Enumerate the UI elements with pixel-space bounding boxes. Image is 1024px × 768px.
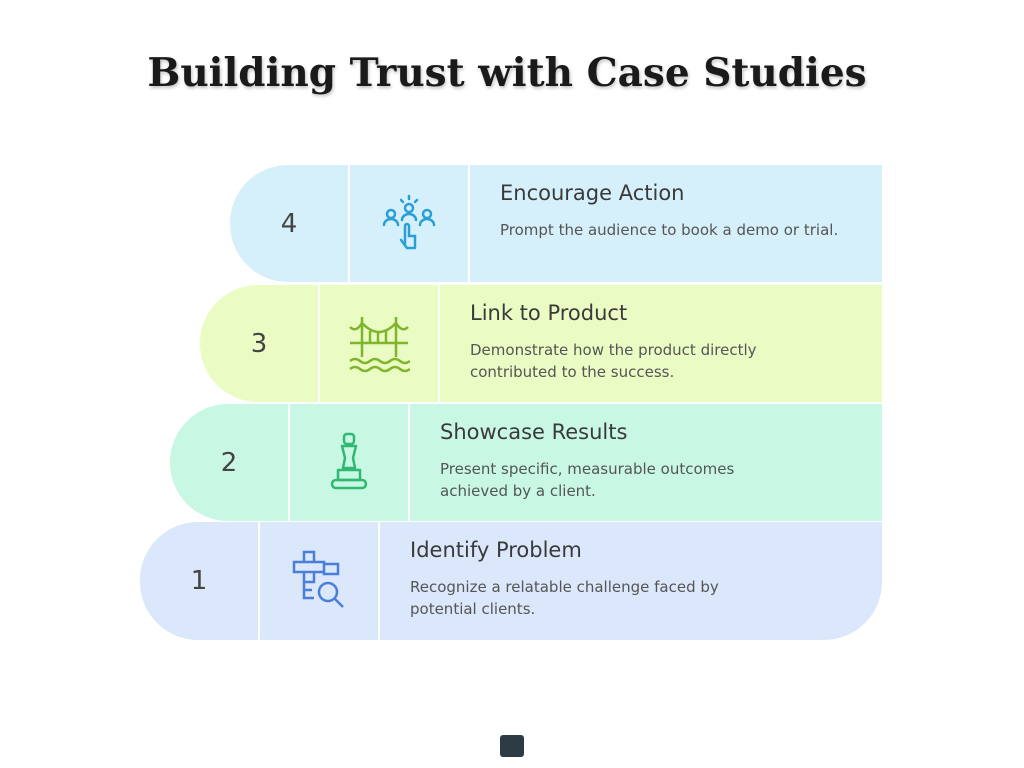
- search-puzzle-icon: [260, 522, 378, 639]
- step-description: Recognize a relatable challenge faced by…: [410, 578, 719, 618]
- step-number: 2: [220, 447, 238, 478]
- page-title: Building Trust with Case Studies: [147, 50, 867, 96]
- bridge-icon: [320, 285, 438, 402]
- step-heading: Encourage Action: [500, 181, 685, 205]
- step-description: Prompt the audience to book a demo or tr…: [500, 221, 839, 239]
- trophy-statue-icon: [290, 404, 408, 521]
- step-heading: Showcase Results: [440, 420, 628, 444]
- step-description: Demonstrate how the product directly con…: [470, 341, 757, 381]
- audience-click-icon: [350, 165, 468, 282]
- step-heading: Link to Product: [470, 301, 628, 325]
- step-heading: Identify Problem: [410, 538, 582, 562]
- step-number: 3: [250, 328, 268, 359]
- step-description: Present specific, measurable outcomes ac…: [440, 460, 735, 500]
- brand-logo: [500, 735, 524, 757]
- step-number: 4: [280, 208, 298, 239]
- step-number: 1: [190, 565, 208, 596]
